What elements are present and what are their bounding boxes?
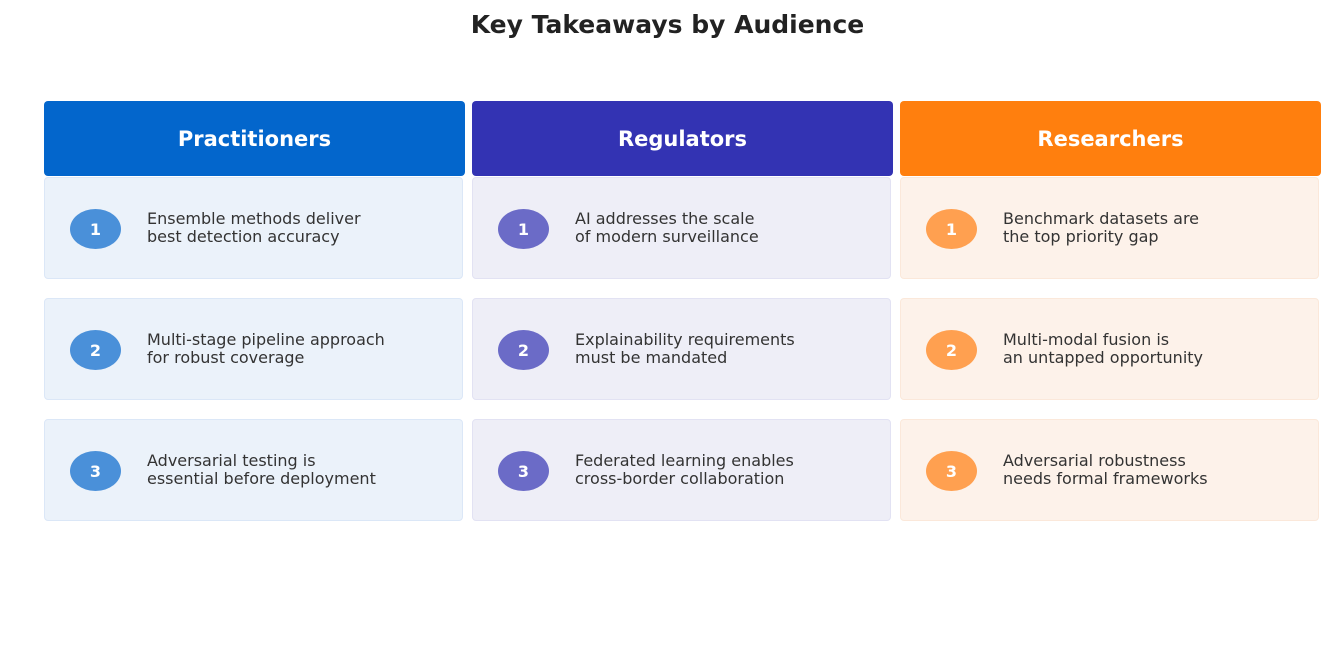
takeaway-card: 1 AI addresses the scale of modern surve… [472,177,891,279]
number-badge: 3 [70,451,121,491]
number-badge: 3 [498,451,549,491]
column-header: Practitioners [44,101,465,176]
takeaway-text: Multi-modal fusion is an untapped opport… [1003,330,1203,367]
column-practitioners: Practitioners 1 Ensemble methods deliver… [44,101,465,521]
takeaway-card: 3 Adversarial robustness needs formal fr… [900,419,1319,521]
column-researchers: Researchers 1 Benchmark datasets are the… [900,101,1321,521]
number-badge: 1 [926,209,977,249]
number-badge: 1 [70,209,121,249]
takeaway-text: Adversarial testing is essential before … [147,451,376,488]
takeaway-text: Federated learning enables cross-border … [575,451,794,488]
takeaway-text: Multi-stage pipeline approach for robust… [147,330,385,367]
number-badge: 3 [926,451,977,491]
column-header: Researchers [900,101,1321,176]
takeaway-text: Explainability requirements must be mand… [575,330,795,367]
number-badge: 1 [498,209,549,249]
column-header-label: Researchers [1037,126,1184,151]
column-header-label: Regulators [617,126,748,151]
takeaway-text: AI addresses the scale of modern surveil… [575,209,759,246]
column-header: Regulators [472,101,893,176]
number-badge: 2 [498,330,549,370]
takeaway-card: 1 Ensemble methods deliver best detectio… [44,177,463,279]
number-badge: 2 [926,330,977,370]
takeaway-card: 1 Benchmark datasets are the top priorit… [900,177,1319,279]
takeaway-card: 2 Explainability requirements must be ma… [472,298,891,400]
takeaway-text: Ensemble methods deliver best detection … [147,209,361,246]
column-regulators: Regulators 1 AI addresses the scale of m… [472,101,893,521]
takeaway-card: 3 Adversarial testing is essential befor… [44,419,463,521]
number-badge: 2 [70,330,121,370]
column-header-label: Practitioners [177,126,332,151]
takeaway-text: Adversarial robustness needs formal fram… [1003,451,1208,488]
takeaway-card: 2 Multi-modal fusion is an untapped oppo… [900,298,1319,400]
takeaway-text: Benchmark datasets are the top priority … [1003,209,1200,246]
page-title: Key Takeaways by Audience [470,10,865,39]
takeaway-card: 2 Multi-stage pipeline approach for robu… [44,298,463,400]
takeaway-card: 3 Federated learning enables cross-borde… [472,419,891,521]
